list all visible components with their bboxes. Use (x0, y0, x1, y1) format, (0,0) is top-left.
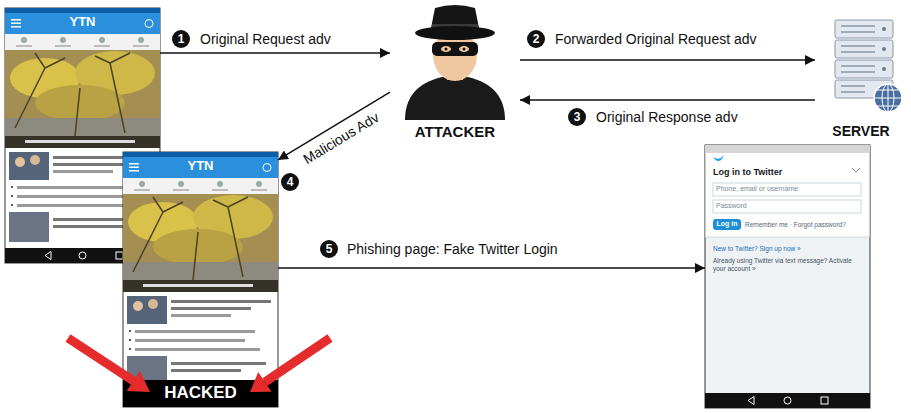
server-icon (835, 20, 902, 112)
server-icon: SERVER (815, 10, 907, 142)
phishing-screen: Log in to TwitterPhone, email or usernam… (705, 145, 870, 408)
twitter-bird (713, 155, 724, 161)
flow-arrow (160, 52, 390, 54)
input-placeholder: Password (716, 202, 856, 210)
callout-number: 5 (320, 240, 338, 258)
flow-arrow (520, 59, 815, 61)
attacker-figure (405, 5, 505, 120)
status-bar (705, 145, 870, 153)
red-arrow-head (127, 371, 150, 392)
input-box (713, 183, 861, 196)
arrow-label: Original Request adv (200, 31, 331, 47)
server-led (882, 67, 886, 71)
hacked-banner-text: HACKED (123, 383, 278, 403)
phone-frame (705, 145, 870, 408)
hat-brim (415, 26, 495, 40)
phone-screen: YTN HACKED (123, 152, 278, 407)
phone-screen: YTN (5, 8, 160, 263)
callout-number: 3 (568, 108, 586, 126)
figure-label: SERVER (815, 123, 907, 140)
attacker-body (405, 75, 505, 120)
red-arrow (265, 338, 330, 382)
callout-number: 1 (172, 30, 190, 48)
server-led (882, 47, 886, 51)
nav-back (748, 397, 754, 405)
chevron (852, 168, 860, 172)
login-button (713, 219, 741, 230)
sms-note: Already using Twitter via text message? … (713, 257, 863, 273)
server-led (882, 27, 886, 31)
server-unit (835, 60, 893, 78)
arrow-label: Forwarded Original Request adv (555, 31, 757, 47)
login-option: Remember me · Forgot password? (745, 221, 867, 229)
login-heading: Log in to Twitter (713, 167, 853, 178)
attacker-figure: ATTACKER (390, 2, 520, 144)
globe (874, 84, 902, 112)
flow-arrow (520, 99, 815, 101)
callout-number: 4 (281, 173, 299, 191)
nav-home (784, 397, 791, 404)
callout-number: 2 (527, 30, 545, 48)
mask-eye (459, 46, 469, 52)
globe-meridian (882, 84, 894, 112)
red-arrow (68, 338, 135, 382)
nav-recent (821, 397, 828, 404)
arrow-label: Malicious Adv (300, 109, 381, 167)
server-unit (835, 40, 893, 58)
arrow-label: Original Response adv (596, 109, 738, 125)
twitter-phone (705, 145, 870, 408)
pupil (445, 48, 448, 51)
server-unit (835, 20, 893, 38)
signup-link: New to Twitter? Sign up now » (713, 245, 863, 253)
divider (706, 237, 870, 238)
app-title: YTN (5, 14, 160, 30)
pupil (463, 48, 466, 51)
connectors (160, 53, 815, 268)
input-box (713, 200, 861, 213)
app-title: YTN (123, 158, 278, 174)
red-arrow-head (250, 372, 272, 392)
attacker-mask (432, 42, 478, 56)
button-text: Log in (713, 220, 741, 228)
nav-bar (705, 393, 870, 408)
mask-eye (441, 46, 451, 52)
server-slots (841, 26, 875, 92)
login-panel (706, 153, 870, 237)
phone-hacked (123, 152, 278, 407)
arrow-label: Phishing page: Fake Twitter Login (347, 241, 558, 257)
figure-label: ATTACKER (390, 123, 520, 141)
flow-arrow (278, 267, 705, 269)
globe-lines (874, 84, 902, 112)
input-placeholder: Phone, email or username (716, 185, 856, 193)
